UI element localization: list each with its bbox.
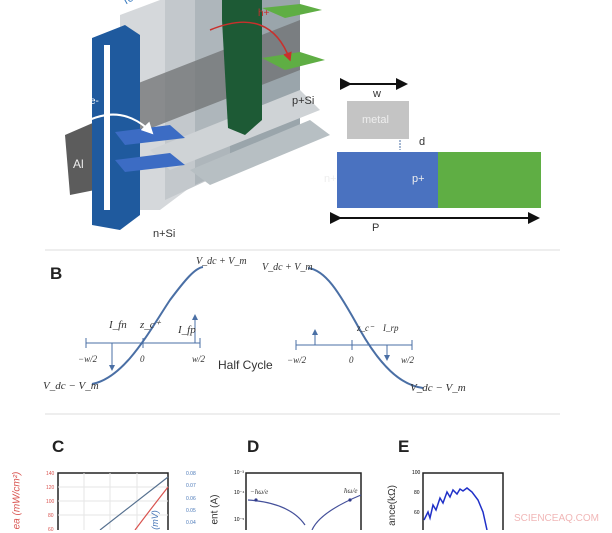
e-axis-label: ance(kΩ) [386, 485, 398, 526]
c-left-tick: 100 [46, 499, 55, 505]
left-tick-neg: −w/2 [78, 354, 98, 364]
right-potential-curve [307, 267, 424, 389]
left-potential-curve [91, 266, 204, 385]
al-label: Al [73, 157, 84, 171]
i-rp-label: I_rp [383, 323, 399, 333]
hole-label: h+ [258, 8, 270, 19]
c-right-tick: 0.08 [186, 471, 196, 477]
p-si-label: p+Si [292, 95, 315, 107]
left-tick-zero: 0 [140, 354, 145, 364]
right-tick-pos: w/2 [401, 355, 415, 365]
al-contact [65, 122, 95, 195]
p-region-label: p+ [412, 173, 425, 185]
panel-c-plot [57, 472, 169, 530]
panel-e-label: E [398, 437, 410, 456]
c-left-tick: 80 [48, 513, 54, 519]
i-fn-label: I_fn [109, 319, 127, 331]
d-label: d [419, 136, 426, 148]
p-contact [222, 0, 325, 135]
resistance-curve [423, 487, 488, 530]
panel-d-label: D [247, 437, 260, 456]
current-curve-right [311, 494, 362, 530]
c-left-tick: 120 [46, 485, 55, 491]
power-line [134, 486, 169, 530]
z-c-plus-label: z_c⁺ [140, 319, 161, 331]
e-tick: 60 [414, 510, 420, 516]
c-right-tick: 0.07 [186, 483, 196, 489]
left-tick-pos: w/2 [192, 354, 206, 364]
c-right-tick: 0.05 [186, 508, 196, 514]
e-tick: 100 [412, 470, 421, 476]
n-region-label: n+ [324, 173, 337, 185]
z-c-minus-label: z_c⁻ [357, 323, 374, 333]
electron-arrow [77, 113, 154, 135]
right-v-top: V_dc + V_m [262, 262, 313, 273]
panel-c-label: C [52, 437, 65, 456]
d-tick: 10⁻³ [234, 470, 244, 476]
half-cycle-label: Half Cycle [218, 358, 273, 372]
panel-d-plot [245, 472, 362, 530]
hole-arrow [209, 21, 292, 62]
voltage-line [99, 476, 169, 530]
d-tick: 10⁻⁴ [234, 490, 245, 496]
d-axis-label: ent (A) [209, 494, 221, 525]
current-curve-left [247, 499, 306, 526]
period-label: P [372, 222, 380, 234]
panel-b-label: B [50, 264, 63, 283]
left-v-bottom: V_dc − V_m [43, 380, 99, 392]
c-left-tick: 60 [48, 527, 54, 533]
n-si-label: n+Si [153, 228, 176, 240]
electron-label: e- [90, 96, 99, 107]
left-v-top: V_dc + V_m [196, 256, 247, 267]
c-left-axis-label: ea (mW/cm²) [11, 471, 23, 530]
c-right-tick: 0.06 [186, 496, 196, 502]
i-fp-label: I_fp [178, 324, 196, 336]
c-right-tick: 0.04 [186, 520, 196, 526]
right-tick-neg: −w/2 [287, 355, 307, 365]
e-tick: 80 [414, 490, 420, 496]
p-region [438, 152, 541, 208]
w-label: w [373, 88, 381, 100]
watermark: SCIENCEAQ.COM [514, 513, 600, 524]
n-contact [92, 25, 185, 230]
panel-b-plot [85, 266, 424, 389]
d-annotation-left: −ħω/e [250, 488, 269, 496]
right-v-bottom: V_dc − V_m [410, 382, 466, 394]
panel-e-plot [422, 472, 504, 530]
d-annotation-right: ħω/e [344, 487, 358, 495]
metal-block [347, 101, 409, 139]
right-tick-zero: 0 [349, 355, 354, 365]
metal-label: metal [362, 114, 389, 126]
c-right-axis-label: (mV) [149, 510, 160, 530]
c-left-tick: 140 [46, 471, 55, 477]
n-region [337, 152, 438, 208]
d-tick: 10⁻⁵ [234, 517, 245, 523]
